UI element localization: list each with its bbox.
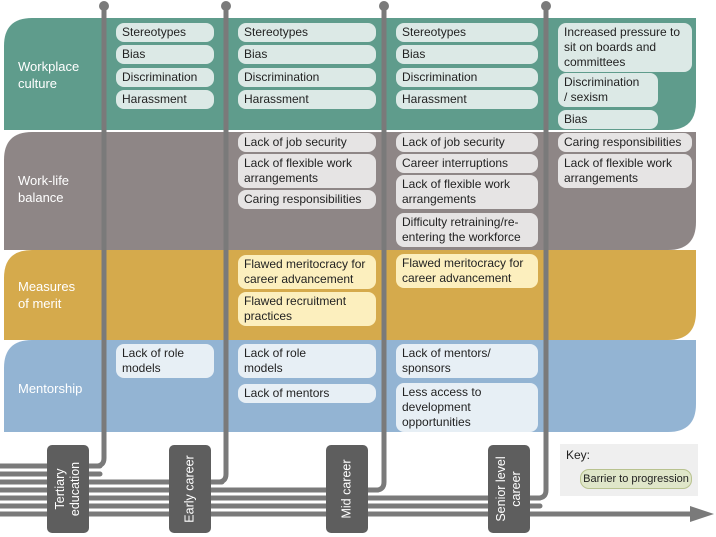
pipe-caps [99, 1, 551, 11]
barrier-mid-development: Less access to development opportunities [396, 383, 538, 432]
barrier-early-discrimination: Discrimination [238, 68, 376, 87]
stage-early-career: Early career [169, 445, 211, 533]
barrier-senior-discrimination: Discrimination / sexism [558, 73, 658, 107]
barrier-senior-bias: Bias [558, 110, 658, 129]
band-label-merit: Measures of merit [18, 279, 76, 311]
barrier-early-meritocracy: Flawed meritocracy for career advancemen… [238, 255, 376, 289]
barrier-mid-flexible-work: Lack of flexible work arrangements [396, 175, 538, 209]
barrier-mid-mentors-sponsors: Lack of mentors/ sponsors [396, 344, 538, 378]
barrier-mid-career-interruptions: Career interruptions [396, 154, 538, 173]
barrier-senior-caring: Caring responsibilities [558, 133, 692, 152]
barrier-tertiary-discrimination: Discrimination [116, 68, 214, 87]
band-label-worklife: Work-life balance [18, 173, 70, 205]
barrier-senior-flexible-work: Lack of flexible work arrangements [558, 154, 692, 188]
stage-label: Mid career [339, 459, 354, 519]
barrier-mid-harassment: Harassment [396, 90, 538, 109]
barrier-tertiary-harassment: Harassment [116, 90, 214, 109]
stage-label: Early career [182, 455, 197, 523]
barrier-mid-discrimination: Discrimination [396, 68, 538, 87]
band-label-mentorship: Mentorship [18, 381, 83, 396]
key-title: Key: [566, 448, 591, 462]
arrow-head [690, 506, 714, 522]
barrier-mid-stereotypes: Stereotypes [396, 23, 538, 42]
barrier-mid-job-security: Lack of job security [396, 133, 538, 152]
key-barrier-item: Barrier to progression [580, 469, 692, 489]
barrier-early-caring: Caring responsibilities [238, 190, 376, 209]
barrier-early-role-models: Lack of role models [238, 344, 376, 378]
stage-tertiary-education: Tertiary education [47, 445, 89, 533]
barrier-tertiary-stereotypes: Stereotypes [116, 23, 214, 42]
barrier-early-flexible-work: Lack of flexible work arrangements [238, 154, 376, 188]
barrier-early-mentors: Lack of mentors [238, 384, 376, 403]
barrier-mid-retraining: Difficulty retraining/re- entering the w… [396, 213, 538, 247]
barrier-senior-board-pressure: Increased pressure to sit on boards and … [558, 23, 692, 72]
barrier-early-job-security: Lack of job security [238, 133, 376, 152]
band-label-workplace: Workplace culture [18, 59, 80, 91]
barrier-tertiary-bias: Bias [116, 45, 214, 64]
barrier-early-harassment: Harassment [238, 90, 376, 109]
barrier-early-stereotypes: Stereotypes [238, 23, 376, 42]
barrier-early-bias: Bias [238, 45, 376, 64]
stage-label: Tertiary education [53, 461, 82, 517]
stage-senior-career: Senior level career [488, 445, 530, 533]
stage-label: Senior level career [494, 456, 523, 522]
barrier-tertiary-role-models: Lack of role models [116, 344, 214, 378]
barrier-mid-meritocracy: Flawed meritocracy for career advancemen… [396, 254, 538, 288]
barrier-mid-bias: Bias [396, 45, 538, 64]
barrier-early-recruitment: Flawed recruitment practices [238, 292, 376, 326]
stage-mid-career: Mid career [326, 445, 368, 533]
